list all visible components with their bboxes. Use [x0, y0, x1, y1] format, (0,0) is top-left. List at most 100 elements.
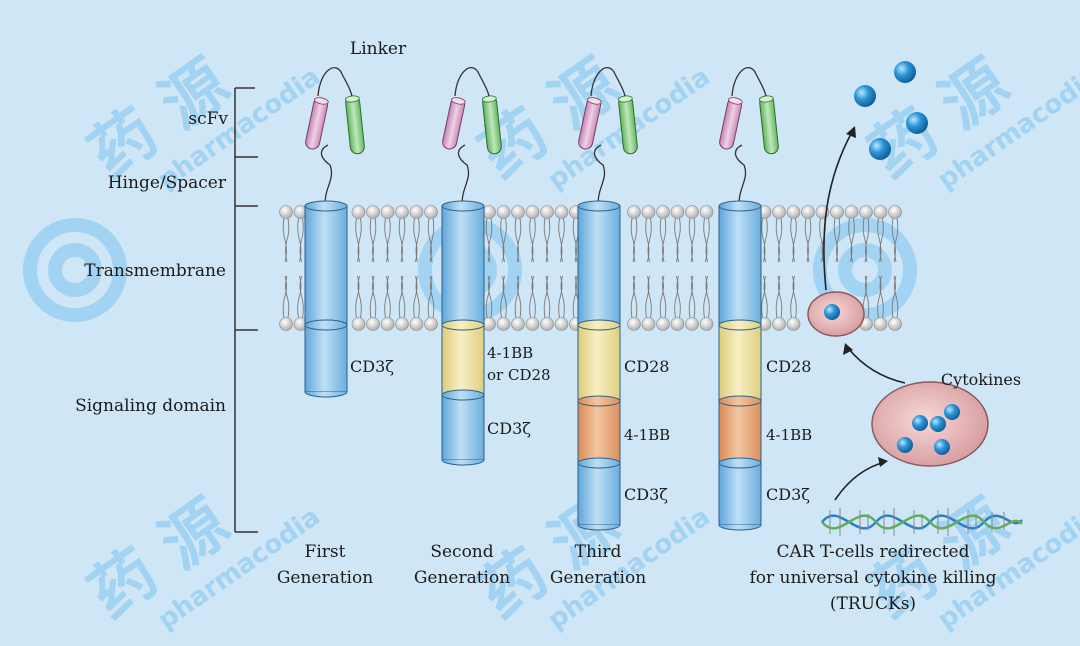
lipid-tail [775, 275, 780, 319]
lipid-tail [558, 275, 563, 319]
scfv-vh [442, 97, 466, 150]
cylinder-cap [577, 200, 621, 212]
gen2-domain-cd3z: CD3ζ [487, 419, 531, 438]
lipid-tail [630, 275, 635, 319]
label-cytokines: Cytokines [941, 370, 1021, 389]
gen2-title-line2: Generation [414, 568, 510, 588]
lipid-tail [369, 217, 374, 263]
lipid-tail [659, 217, 664, 263]
lipid-tail [430, 217, 435, 263]
lipid-tail [546, 217, 551, 263]
arrow-head [843, 343, 853, 355]
cylinder-segment [304, 205, 348, 326]
lipid-tail [645, 217, 650, 263]
lipid-head [380, 317, 395, 331]
lipid-head [786, 205, 801, 219]
scfv-pink-domain [719, 97, 743, 150]
lipid-tail [674, 275, 679, 319]
lipid-tail [761, 275, 766, 319]
lipid-tail [529, 217, 534, 263]
cylinder-cap [304, 319, 348, 331]
lipid-tail [282, 217, 287, 263]
lipid-tail [285, 275, 290, 319]
lipid-tail [485, 275, 490, 319]
lipid-tail [877, 217, 882, 263]
lipid-tail [705, 217, 710, 263]
lipid-head [859, 205, 873, 219]
lipid-head [888, 317, 902, 331]
hinge-spacer [457, 144, 470, 209]
lipid-tail [630, 217, 635, 263]
lipid-tail [386, 217, 391, 263]
lipid-tail [819, 217, 824, 263]
lipid-tail [894, 217, 899, 263]
label-hinge-spacer: Hinge/Spacer [108, 173, 227, 193]
gen1-title-line1: First [305, 542, 346, 562]
car-construct-4 [718, 67, 779, 531]
lipid-tail [790, 275, 795, 319]
cylinder-cap [718, 395, 762, 407]
lipid-tail [369, 275, 374, 319]
lipid-tail [500, 275, 505, 319]
lipid-tail [792, 275, 797, 319]
lipid-tail [848, 217, 853, 263]
lipid-head [395, 205, 409, 219]
cylinder-segment [577, 324, 621, 402]
lipid-tail [691, 217, 696, 263]
lipid-tail [299, 275, 304, 319]
lipid-tail [500, 217, 505, 263]
hinge-spacer [320, 144, 333, 209]
lipid-tail [531, 217, 536, 263]
lipid-tail [415, 217, 420, 263]
lipid-tail [676, 217, 681, 263]
cylinder-cap [441, 319, 485, 331]
scfv-vl [758, 95, 779, 155]
lipid-head [540, 317, 554, 331]
lipid-head [424, 317, 438, 331]
lipid-head [772, 317, 786, 331]
lipid-tail [688, 217, 693, 263]
lipid-head [873, 205, 888, 219]
lipid-tail [662, 217, 667, 263]
truck-title-line2: for universal cytokine killing [749, 568, 996, 588]
lipid-tail [778, 275, 783, 319]
gen1-domain-cd3z: CD3ζ [350, 357, 394, 376]
cytokine-release: Cytokines [807, 61, 1023, 536]
arrow-secretion [823, 131, 853, 291]
cylinder-segment [441, 394, 485, 461]
label-signaling-domain: Signaling domain [75, 396, 226, 416]
lipid-head [279, 317, 293, 331]
scfv-vh [305, 97, 329, 150]
hinge-spacer [593, 144, 606, 209]
lipid-tail [488, 217, 493, 263]
gen3-title-line1: Third [575, 542, 622, 562]
lipid-tail [850, 217, 855, 263]
released-cytokines [854, 61, 928, 160]
cylinder-cap [577, 457, 621, 469]
arrow-dna-to-vesicle [834, 461, 886, 501]
lipid-tail [674, 217, 679, 263]
scfv-green-domain [759, 95, 779, 155]
lipid-tail [529, 275, 534, 319]
cytokine [824, 304, 840, 320]
car-construct-2 [441, 67, 502, 466]
cylinder-segment [718, 324, 762, 402]
lipid-head [656, 317, 670, 331]
lipid-tail [401, 217, 406, 263]
lipid-tail [531, 275, 536, 319]
lipid-tail [401, 275, 406, 319]
lipid-tail [299, 217, 304, 263]
lipid-head [525, 205, 540, 219]
cylinder-segment [718, 400, 762, 464]
lipid-tail [833, 217, 838, 263]
dna-helix-icon [821, 508, 1023, 536]
lipid-tail [572, 275, 577, 319]
lipid-tail [790, 217, 795, 263]
lipid-tail [763, 275, 768, 319]
lipid-tail [517, 217, 522, 263]
lipid-head [670, 205, 685, 219]
scfv-green-domain [345, 95, 365, 155]
gen1-title-line2: Generation [277, 568, 373, 588]
